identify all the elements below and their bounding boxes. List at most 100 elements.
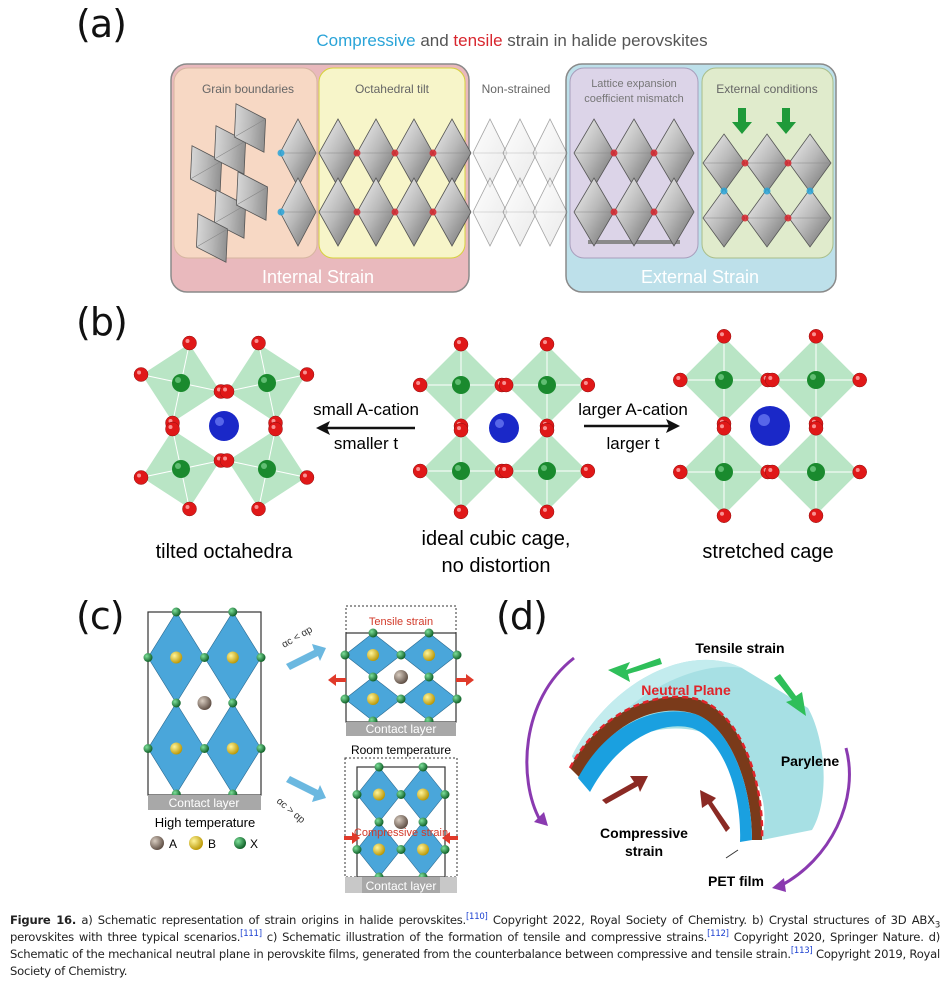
b-atom (807, 463, 825, 481)
ideal-cubic-caption-1: ideal cubic cage, (422, 528, 571, 550)
x-atom (352, 790, 362, 799)
tensile-strain-label: Tensile strain (369, 616, 433, 628)
external-conditions-label: External conditions (716, 82, 817, 96)
title-segment: Compressive (316, 31, 415, 50)
smaller-t-label: smaller t (334, 434, 399, 453)
strain-point (277, 208, 285, 216)
compressive-label-2: strain (625, 843, 663, 859)
grain-boundaries-label: Grain boundaries (202, 82, 294, 96)
panel-label-d: (d) (496, 594, 548, 638)
x-atom (539, 422, 555, 438)
b-atom (538, 376, 556, 394)
left-arrowhead-icon (316, 421, 330, 435)
high-temp-lattice (143, 607, 266, 799)
tensile-arrow-left-icon (328, 674, 346, 686)
panel-a: Compressive and tensile strain in halide… (170, 31, 837, 293)
x-atom (424, 672, 434, 682)
b-atom (538, 462, 556, 480)
high-temperature-label: High temperature (155, 815, 255, 830)
b-atom (170, 742, 183, 755)
legend-b-label: B (208, 837, 216, 851)
x-atom (580, 463, 596, 479)
reference-link[interactable]: [111] (240, 929, 262, 940)
contact-layer-compressive-label: Contact layer (366, 879, 437, 893)
bend-arrowhead-right-icon (772, 878, 786, 892)
figure-number: Figure 16. (10, 913, 77, 927)
atom-a-icon (150, 836, 164, 850)
compressive-arrow-left-icon (602, 776, 648, 804)
x-atom (765, 464, 780, 480)
strain-point (610, 149, 618, 157)
compressive-arrow-left-icon (344, 832, 360, 844)
b-atom (423, 649, 435, 661)
x-atom (396, 845, 406, 854)
pressure-arrows (732, 108, 796, 134)
atom-legend: A B X (150, 836, 258, 851)
x-atom (716, 421, 732, 436)
x-atom (200, 744, 209, 753)
b-atom (373, 788, 385, 801)
x-atom (133, 367, 149, 382)
contact-layer-high (148, 795, 261, 810)
panel-label-a: (a) (76, 2, 127, 46)
x-atom (299, 470, 315, 485)
condition-lower-label: αc > αp (274, 796, 307, 826)
figure-caption: Figure 16. a) Schematic representation o… (10, 912, 941, 978)
b-atom (172, 374, 190, 392)
title-segment: strain in halide perovskites (503, 31, 708, 50)
x-atom (673, 372, 688, 388)
process-arrow-up-icon (286, 644, 326, 670)
x-atom (539, 504, 555, 520)
x-atom (765, 372, 780, 388)
panel-d: Tensile strain Neutral Plane Parylene Co… (525, 640, 851, 892)
compressive-lattice (344, 757, 458, 882)
strain-point (429, 208, 437, 216)
x-atom (182, 335, 197, 351)
reference-link[interactable]: [112] (707, 929, 729, 940)
octahedra-lattice (189, 103, 832, 263)
panel-b: small A-cation smaller t larger A-cation… (133, 329, 867, 577)
larger-t-label: larger t (607, 434, 660, 453)
stretched-cage-structure (673, 329, 867, 523)
legend-a-label: A (169, 837, 177, 851)
strain-point (806, 187, 814, 195)
a-cation (209, 411, 239, 441)
a-atom (394, 815, 408, 829)
x-atom (251, 335, 266, 351)
x-atom (143, 653, 153, 662)
x-atom (219, 453, 235, 468)
strain-point (277, 149, 285, 157)
small-a-cation-label: small A-cation (313, 400, 419, 419)
a-cation (750, 406, 790, 446)
contact-layer-tensile (346, 722, 456, 736)
x-atom (418, 817, 428, 827)
b-atom (367, 649, 379, 661)
pet-film (578, 711, 752, 842)
reference-link[interactable]: [113] (790, 946, 813, 957)
reference-link[interactable]: [110] (465, 912, 488, 923)
b-atom (452, 462, 470, 480)
a-atom (394, 670, 408, 684)
b-atom (367, 693, 379, 705)
x-atom (453, 504, 469, 520)
larger-a-cation-label: larger A-cation (578, 400, 688, 419)
condition-upper-label: αc < αp (280, 624, 315, 651)
x-atom (453, 336, 469, 352)
x-atom (440, 845, 450, 854)
contact-layer-high-label: Contact layer (169, 796, 240, 810)
x-atom (368, 628, 378, 638)
x-atom (268, 421, 283, 437)
x-atom (539, 336, 555, 352)
panel-c: Contact layer Contact layer Contact laye… (143, 605, 474, 893)
x-atom (396, 790, 406, 799)
neutral-plane-label: Neutral Plane (641, 682, 731, 698)
b-atom (226, 742, 239, 755)
x-atom (171, 698, 181, 708)
x-atom (374, 762, 384, 772)
x-atom (299, 367, 315, 382)
strain-point (391, 149, 399, 157)
bend-arrow-right (779, 747, 851, 888)
b-atom (417, 788, 429, 801)
strain-point (763, 187, 771, 195)
x-atom (412, 463, 428, 479)
